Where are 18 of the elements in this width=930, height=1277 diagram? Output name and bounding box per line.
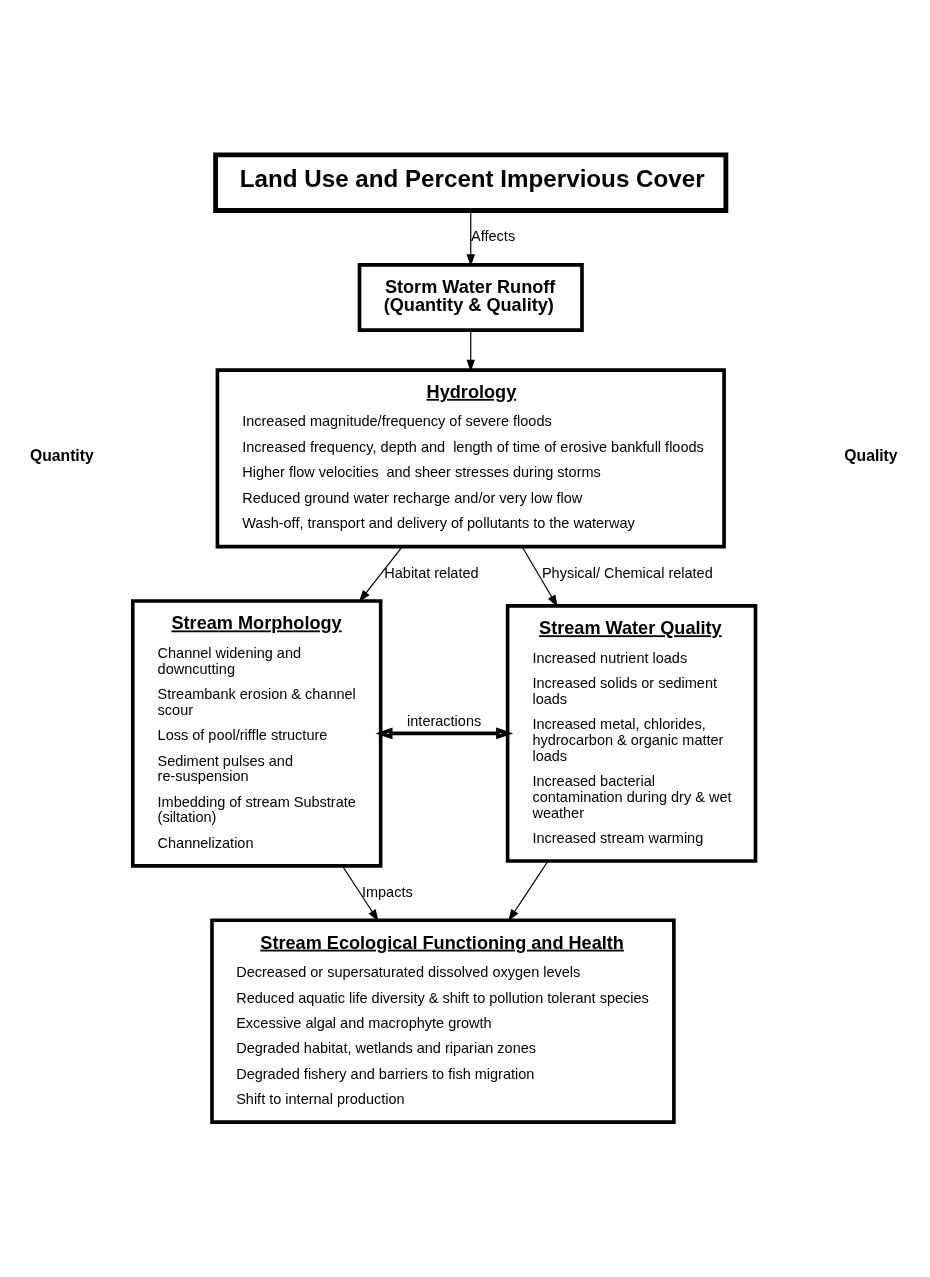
node-box: Land Use and Percent Impervious Cover bbox=[213, 152, 729, 213]
edge-label: Physical/ Chemical related bbox=[541, 564, 713, 581]
node-box: Stream Morphology Channel widening and downcutting Streambank erosion & channel scour Loss of pool/riffle structure Sediment pulses and re-suspension Imbedding of stream Substrate (siltation) Channelization bbox=[130, 599, 383, 868]
arrow bbox=[466, 329, 475, 372]
node-box: Stream Water Quality Increased nutrient loads Increased solids or sediment loads Increased metal, chlorides, hydrocarbon & organic matter loads Increased bacterial contamination during dry & wet weather Increased stream warming bbox=[505, 604, 758, 863]
node-box: Hydrology Increased magnitude/frequency of severe floods Increased frequency, depth and length of time of erosive bankfull floods Higher flow velocities and sheer stresses during storms Reduced ground water recharge and/or very low flow Wash-off, transport and delivery of pollutants to the waterway bbox=[215, 368, 726, 549]
arrow bbox=[341, 865, 379, 922]
label: Quantity bbox=[30, 447, 94, 465]
label: Quality bbox=[844, 447, 898, 465]
edge-label: Impacts bbox=[361, 883, 413, 900]
arrow bbox=[358, 546, 403, 603]
arrow bbox=[375, 727, 514, 740]
edge-label: Affects bbox=[471, 228, 516, 245]
node-box: Stream Ecological Functioning and Health Decreased or supersaturated dissolved oxygen levels Reduced aquatic life diversity & shift to pollution tolerant species Excessive algal and macrophyte growth Degraded habitat, wetlands and riparian zones Degraded fishery and barriers to fish migration Shift to internal production bbox=[210, 918, 676, 1124]
arrow bbox=[508, 860, 549, 922]
node-box: Storm Water Runoff (Quantity & Quality) bbox=[357, 263, 584, 332]
edge-label: Habitat related bbox=[384, 564, 479, 581]
edge-label: interactions bbox=[407, 712, 482, 729]
